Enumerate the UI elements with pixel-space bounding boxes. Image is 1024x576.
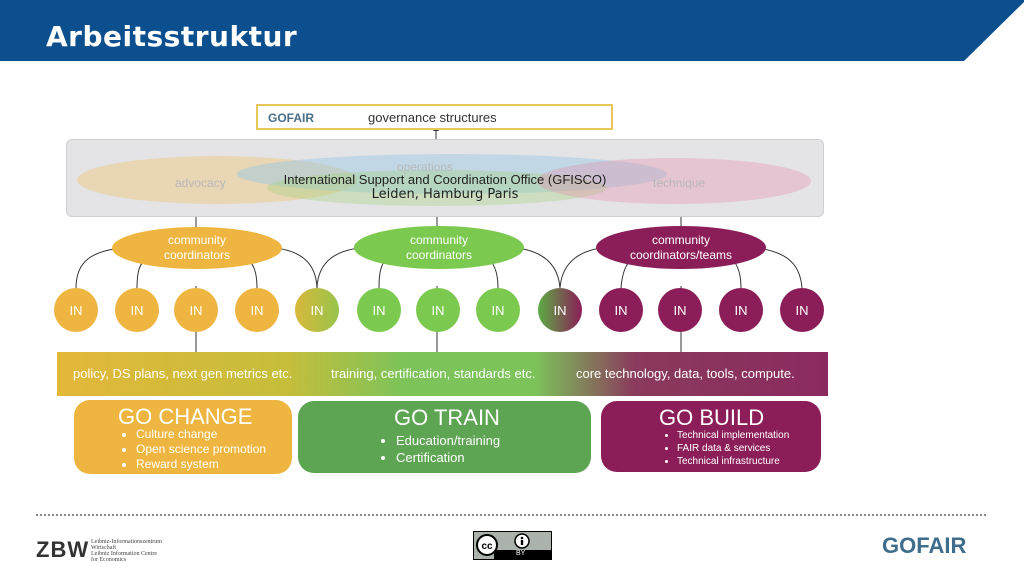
coordinator-label: community coordinators — [163, 233, 231, 262]
in-node: IN — [658, 288, 702, 332]
gofair-footer-logo: GOFAIR — [882, 533, 967, 558]
zbw-line: for Economics — [91, 557, 127, 563]
go-change-box: GO CHANGE Culture change Open science pr… — [74, 400, 292, 474]
zbw-line: Leibniz Information Centre — [91, 551, 157, 557]
header-bar: Arbeitsstruktur — [0, 0, 1024, 61]
cc-by-badge: cc BY — [473, 531, 552, 560]
coordinator-label: community coordinators/teams — [629, 232, 733, 262]
go-change-title: GO CHANGE — [118, 404, 253, 429]
list-item: FAIR data & services — [677, 442, 789, 455]
in-node: IN — [357, 288, 401, 332]
list-item: Certification — [396, 449, 500, 466]
zbw-text: Leibniz-Informationszentrum Wirtschaft L… — [91, 539, 221, 563]
coordinator-train: community coordinators — [354, 226, 524, 269]
in-node: IN — [416, 288, 460, 332]
go-train-list: Education/training Certification — [382, 432, 500, 466]
advocacy-label: advocacy — [175, 176, 226, 190]
cc-icon: cc — [474, 532, 551, 559]
training-ellipse — [267, 170, 607, 206]
zbw-line: Leibniz-Informationszentrum — [91, 539, 162, 545]
go-build-list: Technical implementation FAIR data & ser… — [663, 429, 789, 468]
in-node: IN — [54, 288, 98, 332]
svg-text:cc: cc — [481, 541, 493, 552]
operations-label: operations — [397, 160, 454, 174]
band-center-label: training, certification, standards etc. — [331, 366, 536, 381]
list-item: Education/training — [396, 432, 500, 449]
go-train-title: GO TRAIN — [394, 405, 500, 430]
coordinator-build: community coordinators/teams — [596, 226, 766, 269]
band-left-label: policy, DS plans, next gen metrics etc. — [73, 366, 293, 381]
coordination-office-box: advocacy operations technique Internatio… — [66, 139, 824, 217]
list-item: Culture change — [136, 427, 266, 442]
zbw-line: Wirtschaft — [91, 545, 117, 551]
band-right-label: core technology, data, tools, compute. — [576, 366, 795, 381]
activity-band: policy, DS plans, next gen metrics etc. … — [57, 352, 828, 396]
header-background — [0, 0, 1024, 61]
in-node: IN — [599, 288, 643, 332]
list-item: Technical implementation — [677, 429, 789, 442]
operations-ellipse — [237, 154, 667, 194]
in-node: IN — [538, 288, 582, 332]
zbw-wordmark: ZBW — [36, 537, 90, 562]
footer-divider — [36, 514, 986, 516]
coordinator-change: community coordinators — [112, 227, 282, 269]
governance-label: governance structures — [368, 110, 497, 125]
in-node: IN — [719, 288, 763, 332]
governance-box: GOFAIR governance structures — [256, 104, 613, 130]
gofair-logo: GOFAIR — [268, 111, 315, 125]
cc-by-label: BY — [516, 550, 526, 557]
list-item: Open science promotion — [136, 442, 266, 457]
in-node: IN — [115, 288, 159, 332]
in-node: IN — [295, 288, 339, 332]
office-subtitle: Leiden, Hamburg Paris — [371, 187, 519, 202]
go-change-list: Culture change Open science promotion Re… — [122, 427, 266, 472]
go-build-title: GO BUILD — [659, 405, 765, 430]
in-node: IN — [476, 288, 520, 332]
in-node: IN — [780, 288, 824, 332]
technique-ellipse — [537, 158, 811, 204]
coordinator-label: community coordinators — [405, 232, 473, 262]
go-train-box: GO TRAIN Education/training Certificatio… — [298, 401, 591, 473]
list-item: Technical infrastructure — [677, 455, 789, 468]
in-node: IN — [235, 288, 279, 332]
go-build-box: GO BUILD Technical implementation FAIR d… — [601, 401, 821, 472]
technique-label: technique — [653, 176, 706, 190]
advocacy-ellipse — [77, 156, 357, 204]
page-title: Arbeitsstruktur — [46, 20, 298, 53]
in-node: IN — [174, 288, 218, 332]
office-title: International Support and Coordination O… — [283, 172, 607, 187]
list-item: Reward system — [136, 457, 266, 472]
